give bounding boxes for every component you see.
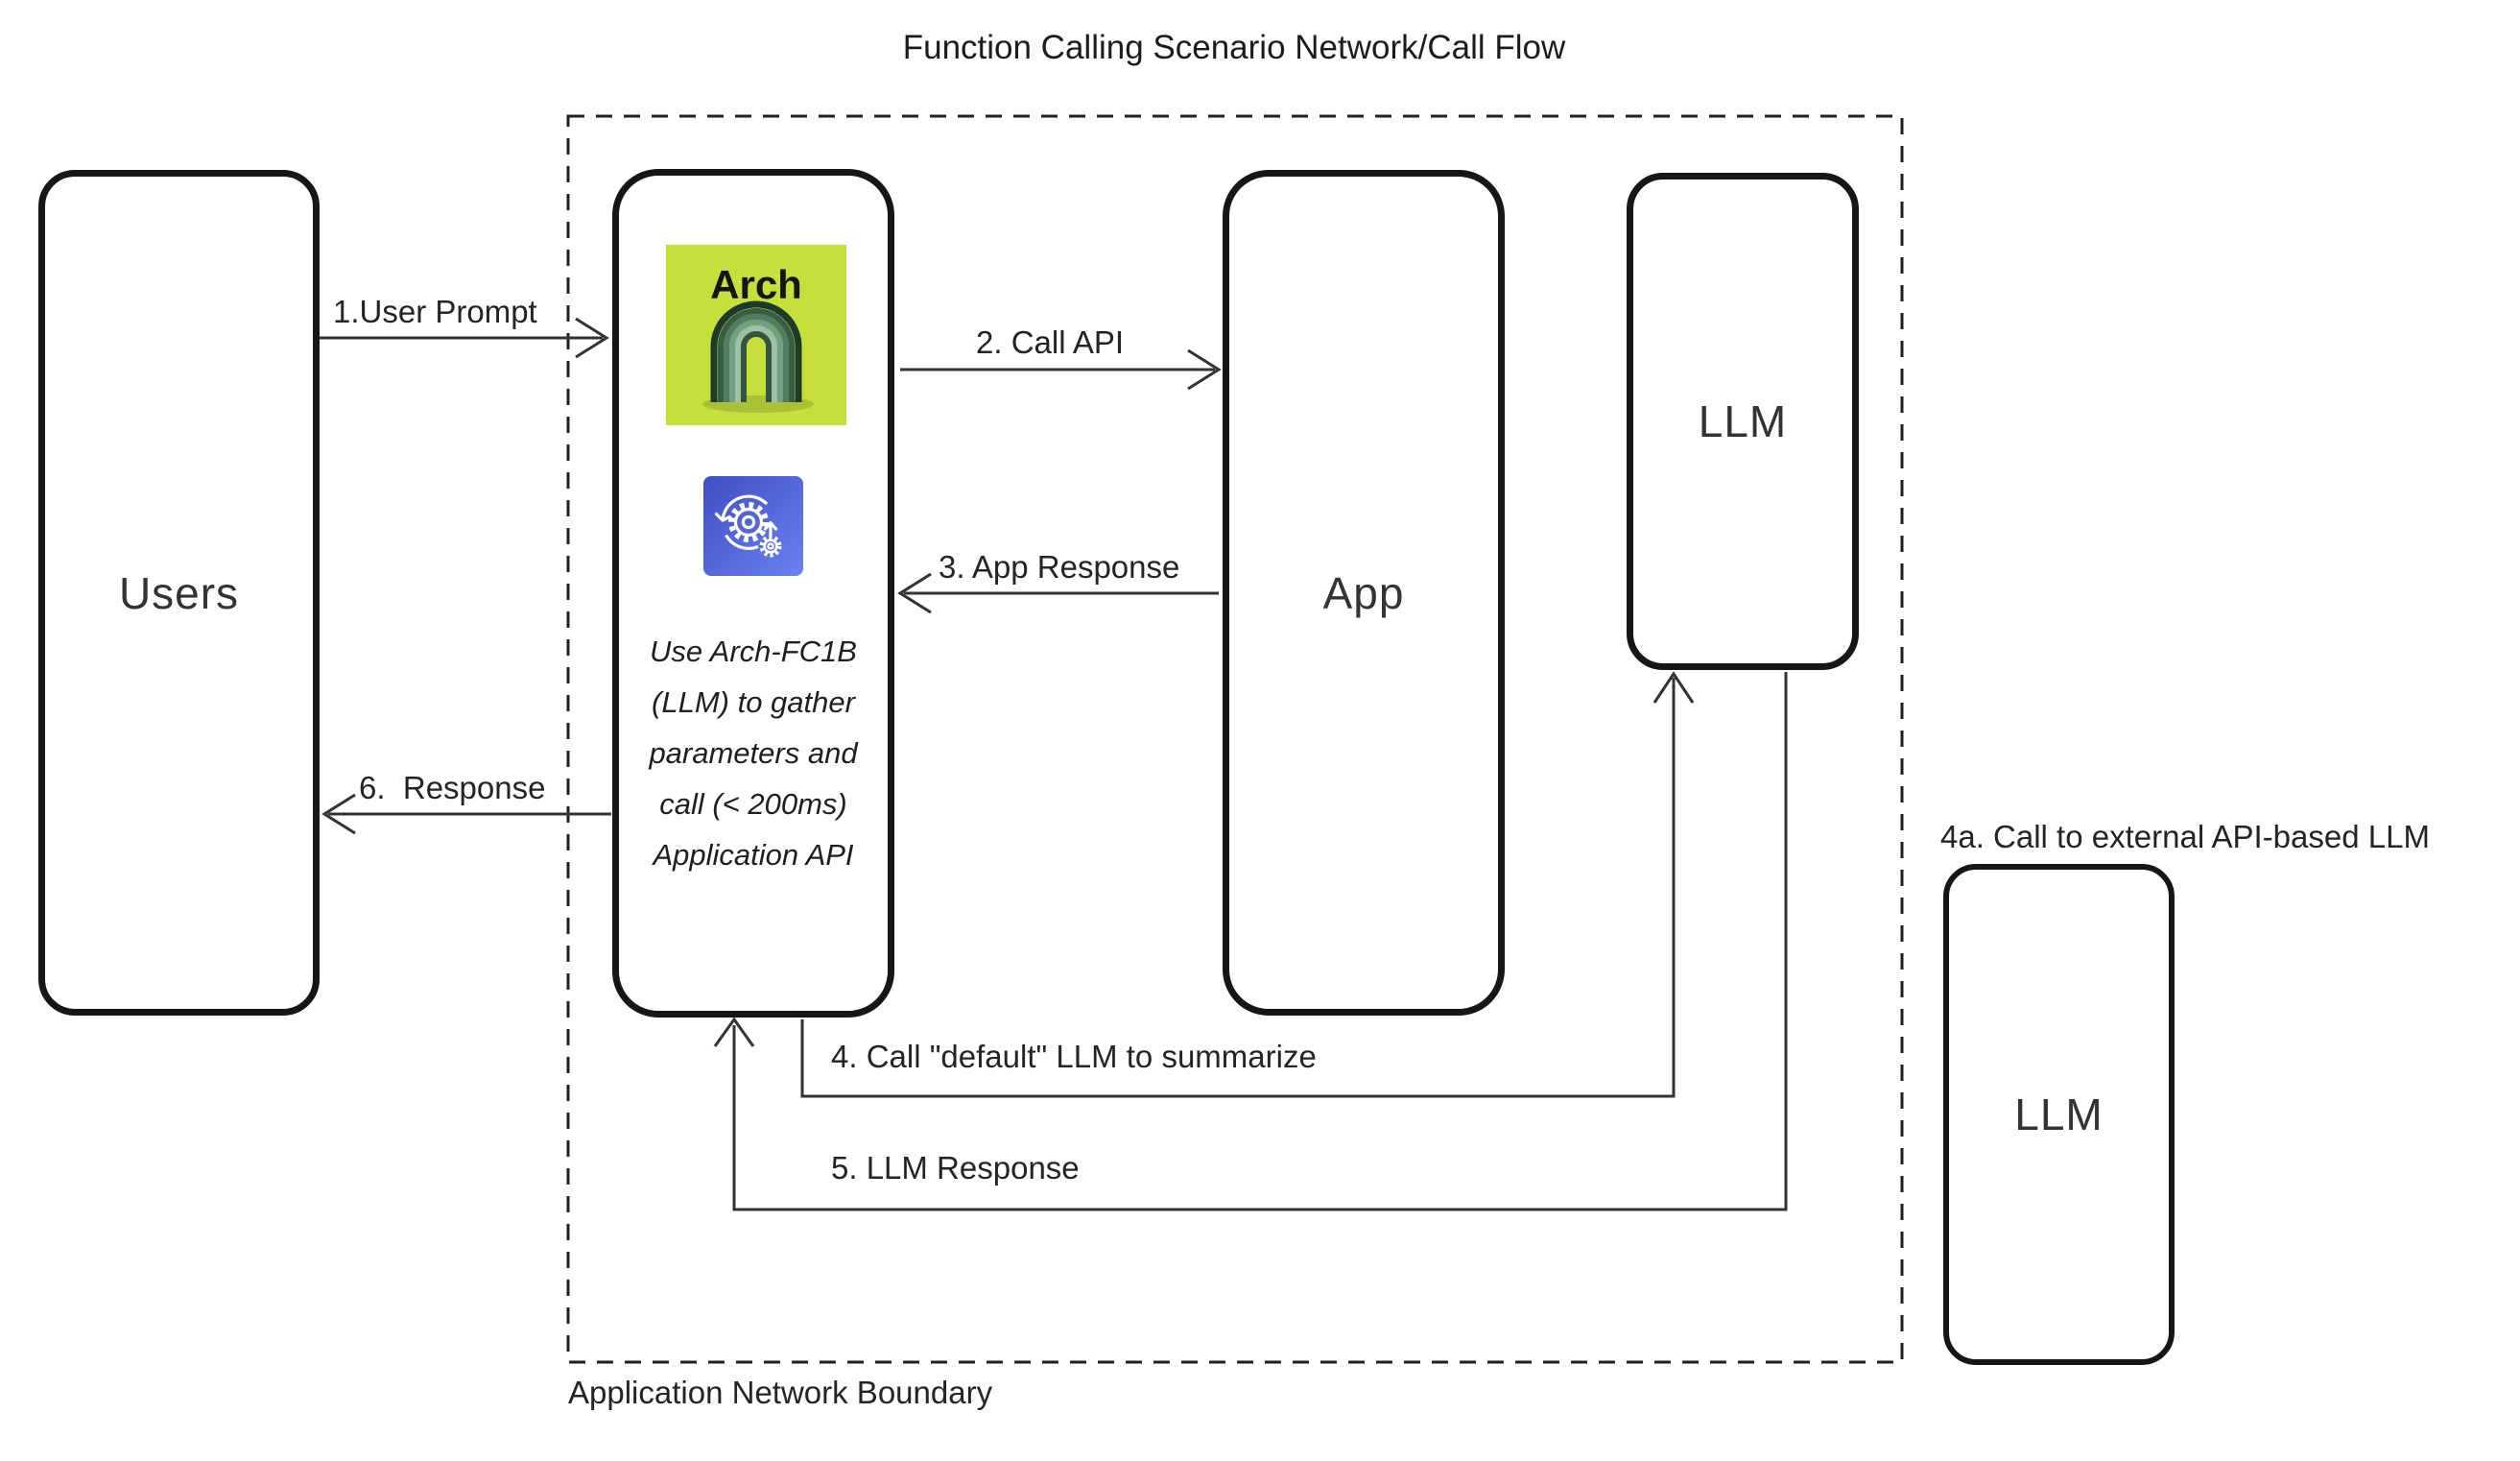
edge-label-call-api: 2. Call API bbox=[976, 324, 1125, 360]
arch-note-line: parameters and bbox=[649, 736, 858, 770]
arch-note-line: Use Arch-FC1B bbox=[650, 635, 857, 668]
edge-label-app-response: 3. App Response bbox=[939, 549, 1180, 585]
llm-internal-label: LLM bbox=[1698, 396, 1788, 446]
edge-label-llm-response: 5. LLM Response bbox=[831, 1150, 1080, 1186]
arrowhead-llm-response bbox=[713, 1017, 755, 1047]
users-label: Users bbox=[118, 567, 240, 618]
external-llm-caption: 4a. Call to external API-based LLM bbox=[1940, 819, 2430, 854]
arrowhead-app-response bbox=[897, 572, 932, 614]
arch-logo-label: Arch bbox=[710, 262, 802, 307]
diagram-title: Function Calling Scenario Network/Call F… bbox=[902, 29, 1566, 66]
arch-note-line: (LLM) to gather bbox=[652, 685, 855, 719]
edge-label-call-default-llm: 4. Call "default" LLM to summarize bbox=[831, 1039, 1317, 1074]
boundary-label: Application Network Boundary bbox=[568, 1375, 993, 1410]
users-node: Users bbox=[38, 170, 320, 1016]
gears-sync-icon bbox=[703, 476, 803, 576]
arch-note-line: call (< 200ms) bbox=[659, 787, 847, 821]
arrowhead-call-default-llm bbox=[1652, 671, 1695, 704]
arch-3d-ribbon-icon: Arch bbox=[666, 245, 846, 425]
arch-note-line: Application API bbox=[653, 838, 854, 872]
arch-note: Use Arch-FC1B (LLM) to gather parameters… bbox=[615, 626, 892, 880]
llm-internal-node: LLM bbox=[1627, 173, 1859, 670]
arrowhead-response bbox=[321, 793, 356, 835]
llm-external-node: LLM bbox=[1943, 864, 2175, 1365]
edge-label-response: 6. Response bbox=[359, 770, 546, 805]
arch-logo: Arch bbox=[666, 245, 846, 425]
arrowhead-user-prompt bbox=[575, 317, 609, 359]
edge-label-user-prompt: 1.User Prompt bbox=[333, 294, 537, 329]
arrowhead-call-api bbox=[1187, 348, 1222, 391]
llm-external-label: LLM bbox=[2014, 1090, 2104, 1139]
app-label: App bbox=[1322, 567, 1405, 618]
app-node: App bbox=[1223, 170, 1505, 1016]
